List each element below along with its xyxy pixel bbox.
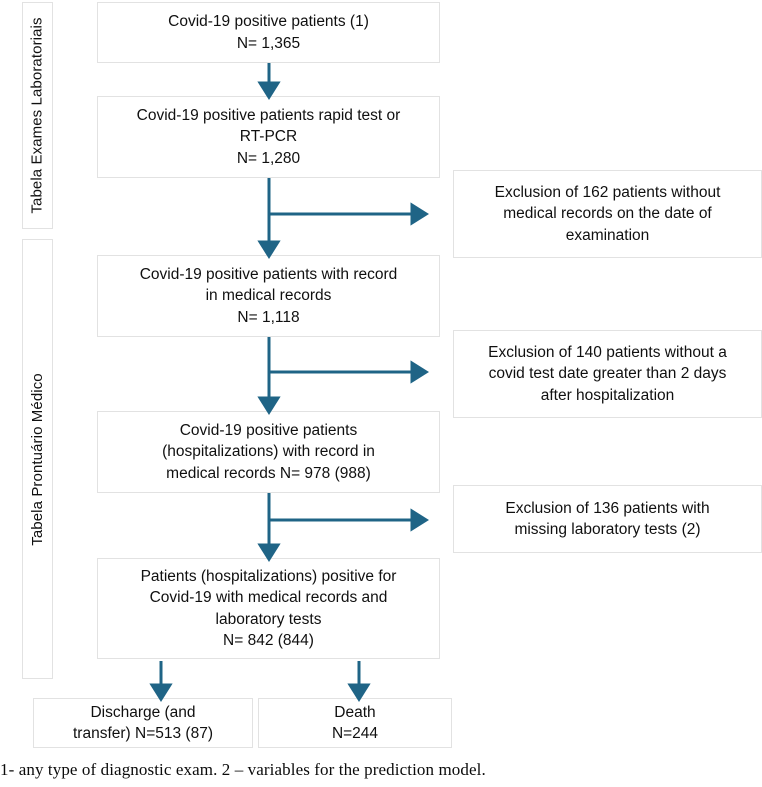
group-label-exames-laboratoriais: Tabela Exames Laboratoriais: [22, 2, 53, 229]
node-with-record-in-medical-records[interactable]: Covid-19 positive patients with record i…: [97, 255, 440, 337]
exclusion-no-medical-records[interactable]: Exclusion of 162 patients without medica…: [453, 170, 762, 258]
exclusion-no-covid-test-date[interactable]: Exclusion of 140 patients without a covi…: [453, 330, 762, 418]
exclusion-missing-laboratory-tests[interactable]: Exclusion of 136 patients with missing l…: [453, 485, 762, 553]
outcome-death[interactable]: Death N=244: [258, 698, 452, 748]
outcome-discharge[interactable]: Discharge (and transfer) N=513 (87): [33, 698, 253, 748]
node-hospitalizations-with-record[interactable]: Covid-19 positive patients (hospitalizat…: [97, 411, 440, 493]
group-label-text: Tabela Prontuário Médico: [29, 372, 46, 546]
node-covid-positive-patients[interactable]: Covid-19 positive patients (1) N= 1,365: [97, 2, 440, 63]
group-label-text: Tabela Exames Laboratoriais: [29, 17, 47, 214]
footnote-text: 1- any type of diagnostic exam. 2 – vari…: [0, 760, 486, 779]
node-rapid-test-or-rtpcr[interactable]: Covid-19 positive patients rapid test or…: [97, 96, 440, 178]
group-label-prontuario-medico: Tabela Prontuário Médico: [22, 239, 53, 679]
node-with-medical-records-and-lab-tests[interactable]: Patients (hospitalizations) positive for…: [97, 558, 440, 659]
